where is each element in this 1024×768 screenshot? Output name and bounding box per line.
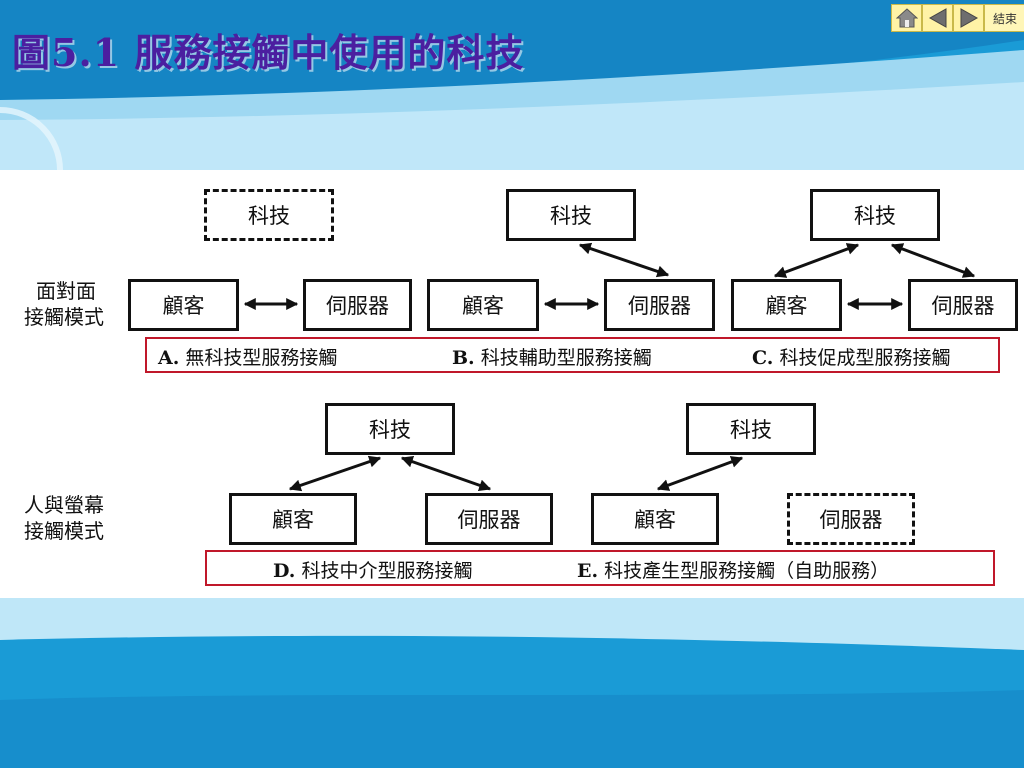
node-server-a: 伺服器 [303,279,412,331]
caption-box-row1 [145,337,1000,373]
triangle-right-icon [960,8,978,28]
end-button[interactable]: 結束 [984,4,1024,32]
nav-bar: 結束 [891,4,1024,32]
caption-letter: C. [752,347,774,369]
caption-box-row2 [205,550,995,586]
node-tech-e: 科技 [686,403,816,455]
caption-letter: B. [452,347,475,369]
caption-text: 科技輔助型服務接觸 [480,347,652,369]
node-tech-d: 科技 [325,403,455,455]
caption-letter: A. [158,347,180,369]
row-label-line: 人與螢幕 [24,493,104,517]
slide-title: 圖5.1 服務接觸中使用的科技 [12,30,525,75]
row-label-face-to-face: 面對面 接觸模式 [24,278,104,330]
row-label-human-screen: 人與螢幕 接觸模式 [24,492,104,544]
next-button[interactable] [953,4,984,32]
node-server-d: 伺服器 [425,493,553,545]
node-customer-a: 顧客 [128,279,239,331]
caption-text: 科技中介型服務接觸 [301,560,473,582]
home-button[interactable] [891,4,922,32]
row-label-line: 接觸模式 [24,519,104,543]
caption-letter: E. [577,560,599,582]
caption-letter: D. [273,560,296,582]
node-tech-c: 科技 [810,189,940,241]
caption-a: A. 無科技型服務接觸 [158,343,337,370]
row-label-line: 面對面 [36,279,96,303]
home-icon [895,8,918,28]
node-customer-d: 顧客 [229,493,357,545]
node-tech-a: 科技 [204,189,334,241]
node-customer-e: 顧客 [591,493,719,545]
caption-e: E. 科技產生型服務接觸（自助服務） [577,556,889,583]
node-server-e: 伺服器 [787,493,915,545]
node-server-b: 伺服器 [604,279,715,331]
node-customer-b: 顧客 [427,279,539,331]
caption-text: 科技促成型服務接觸 [779,347,951,369]
triangle-left-icon [928,8,946,28]
caption-d: D. 科技中介型服務接觸 [273,556,472,583]
caption-c: C. 科技促成型服務接觸 [752,343,950,370]
caption-text: 無科技型服務接觸 [185,347,338,369]
caption-b: B. 科技輔助型服務接觸 [452,343,652,370]
previous-button[interactable] [922,4,953,32]
node-tech-b: 科技 [506,189,636,241]
caption-text: 科技產生型服務接觸（自助服務） [604,560,890,582]
node-server-c: 伺服器 [908,279,1018,331]
node-customer-c: 顧客 [731,279,842,331]
row-label-line: 接觸模式 [24,305,104,329]
